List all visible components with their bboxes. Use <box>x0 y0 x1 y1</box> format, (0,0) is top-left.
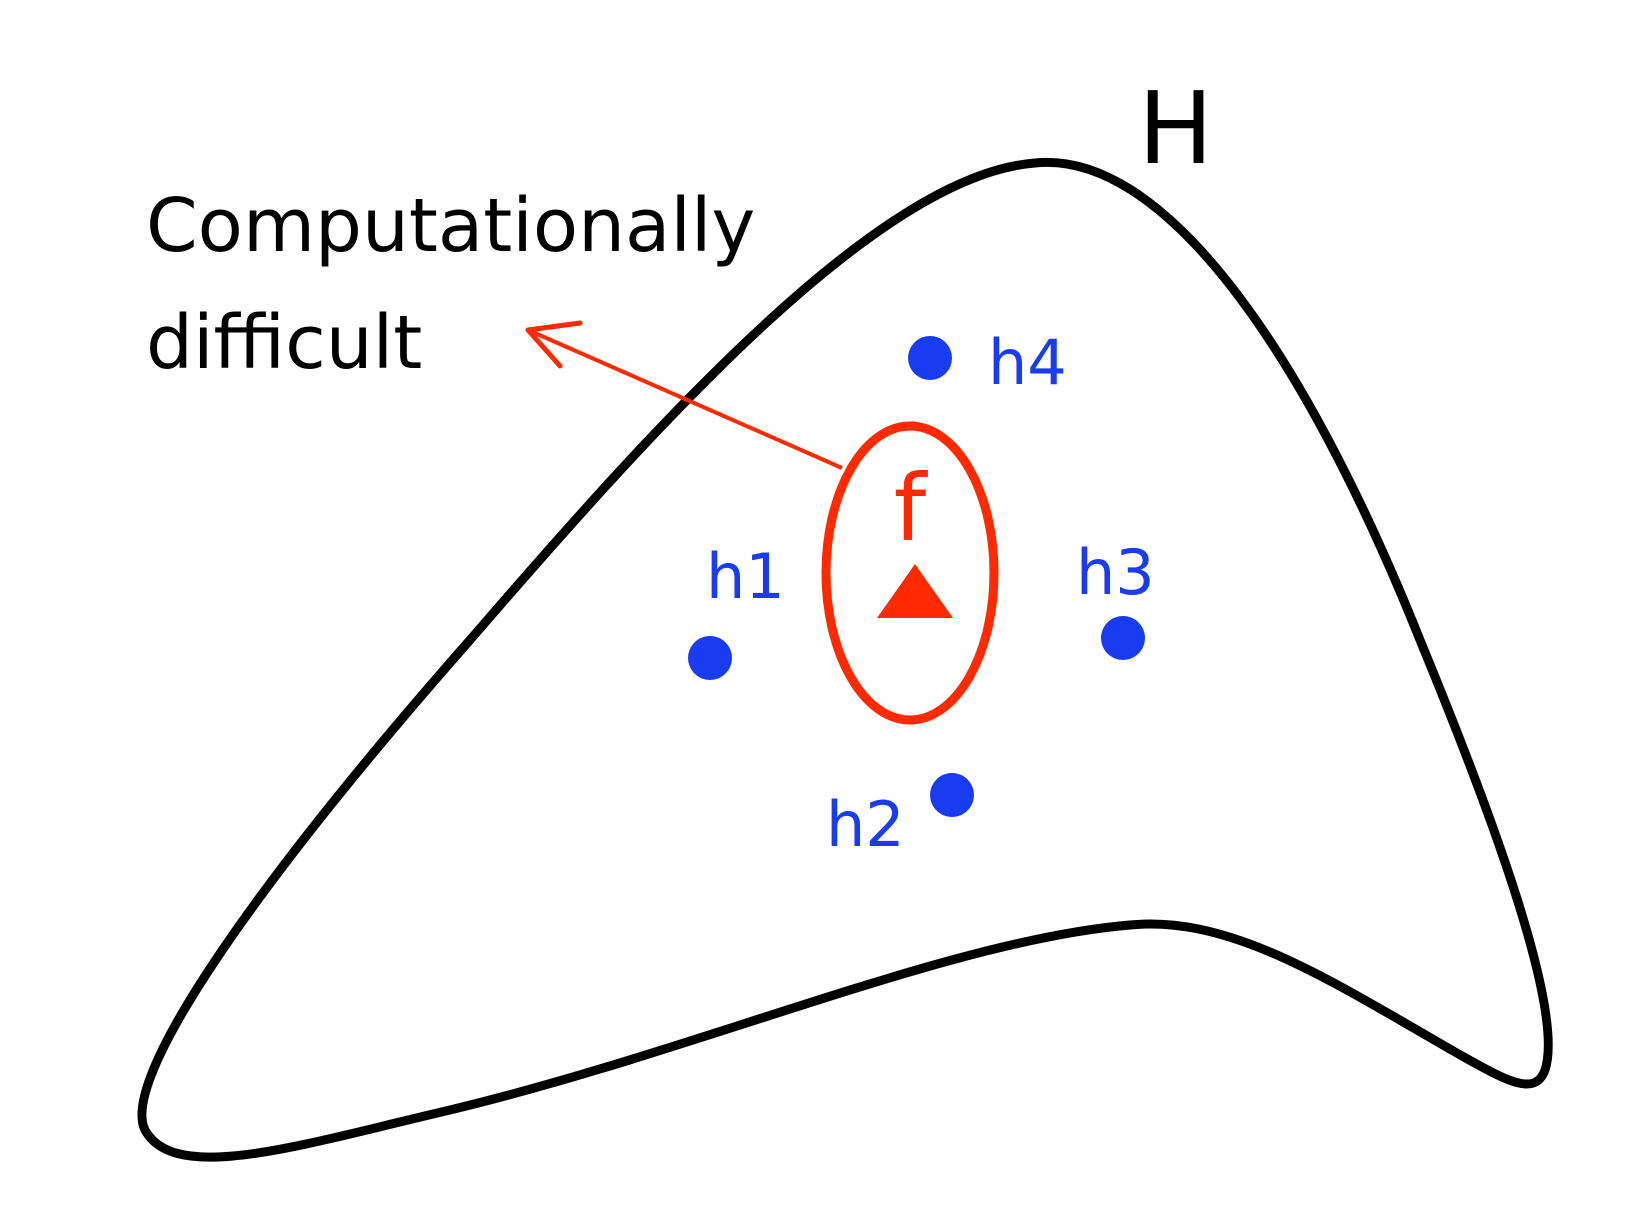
hypothesis-label-h1: h1 <box>706 540 785 613</box>
annotation-line-2: difficult <box>146 300 422 386</box>
hypothesis-dot-h2 <box>930 773 974 817</box>
hypothesis-space-outline <box>137 157 1553 1162</box>
hypothesis-label-h4: h4 <box>988 326 1067 399</box>
annotation-line-1: Computationally <box>146 183 755 269</box>
arrow-shaft <box>527 328 843 470</box>
hypothesis-dot-h3 <box>1101 616 1145 660</box>
set-label-H: H <box>1138 70 1213 187</box>
hypothesis-label-h2: h2 <box>826 788 905 861</box>
hypothesis-dot-h4 <box>908 336 952 380</box>
triangle-icon <box>877 564 953 618</box>
target-label: f <box>894 455 929 562</box>
arrow-icon <box>525 320 583 369</box>
hypothesis-dot-h1 <box>688 636 732 680</box>
hypothesis-label-h3: h3 <box>1076 536 1155 609</box>
target-ellipse <box>821 421 999 725</box>
